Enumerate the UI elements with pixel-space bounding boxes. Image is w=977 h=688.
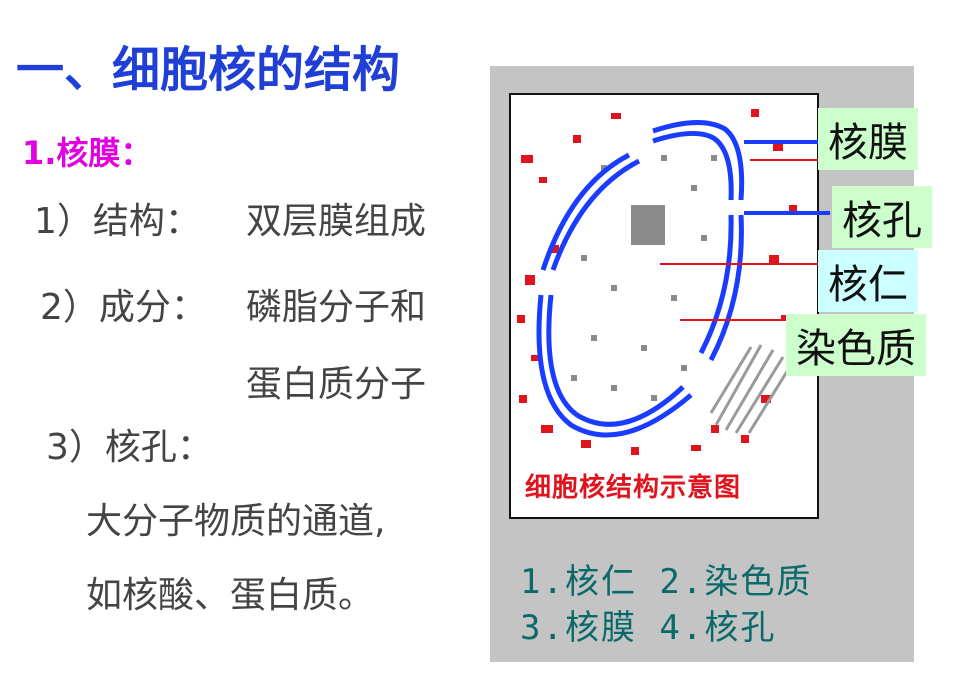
page-title: 一、细胞核的结构 <box>16 42 401 98</box>
label-nuclear-pore: 核孔 <box>832 186 932 248</box>
nucleus-drawing <box>517 109 804 455</box>
label-chromatin: 染色质 <box>786 314 926 376</box>
chromatin-strands <box>709 344 793 434</box>
structure-value: 双层膜组成 <box>246 201 427 242</box>
nuclear-envelope <box>536 119 745 438</box>
pore-label: 3）核孔： <box>46 427 213 468</box>
nucleoplasm-dots <box>571 155 717 401</box>
red-speckles <box>517 109 804 455</box>
pore-description-2: 如核酸、蛋白质。 <box>86 575 375 616</box>
section-heading: 1.核膜： <box>22 134 153 172</box>
composition-value-1: 磷脂分子和 <box>246 287 427 328</box>
structure-label: 1）结构： <box>34 201 201 242</box>
pore-description-1: 大分子物质的通道, <box>86 501 386 542</box>
diagram-caption: 细胞核结构示意图 <box>525 473 742 503</box>
label-nucleolus: 核仁 <box>818 250 918 312</box>
legend-line-2: 3.核膜 4.核孔 <box>520 608 777 648</box>
composition-label: 2）成分： <box>40 287 207 328</box>
label-nuclear-membrane: 核膜 <box>818 108 918 170</box>
legend-line-1: 1.核仁 2.染色质 <box>520 562 813 602</box>
nucleus-diagram: 细胞核结构示意图 <box>509 93 819 519</box>
composition-value-2: 蛋白质分子 <box>246 364 427 405</box>
